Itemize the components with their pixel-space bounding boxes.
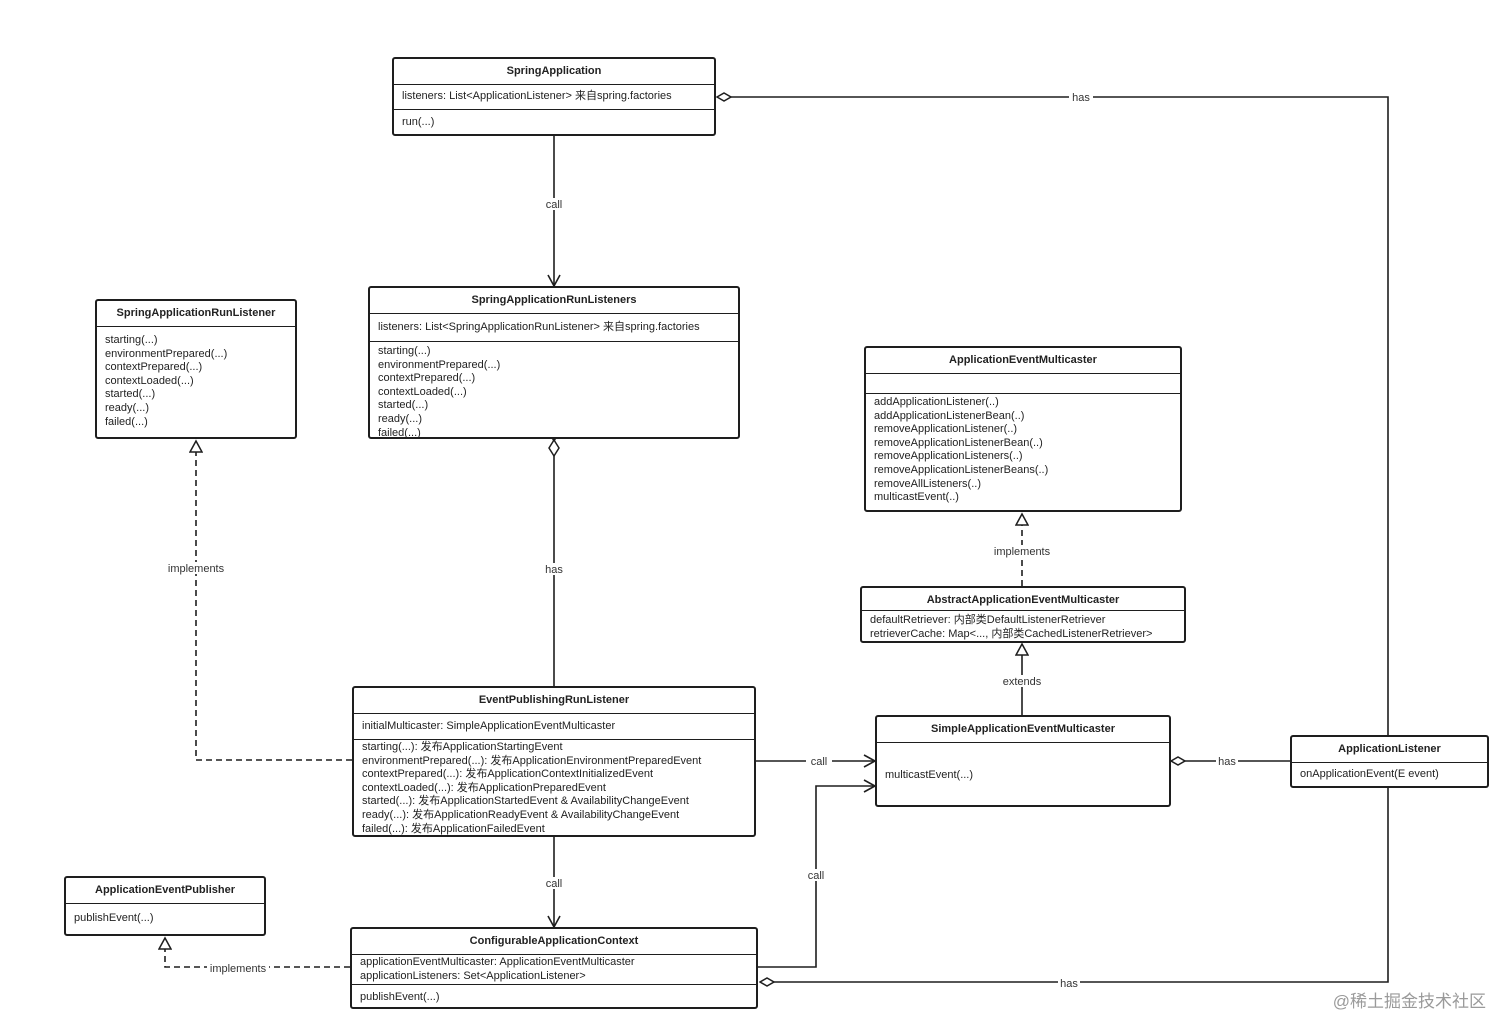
class-spring-application-run-listener: SpringApplicationRunListener starting(..… bbox=[95, 299, 297, 439]
edge-implements-publisher bbox=[165, 938, 350, 968]
class-application-event-multicaster: ApplicationEventMulticaster addApplicati… bbox=[864, 346, 1182, 512]
class-fields: listeners: List<ApplicationListener> 来自s… bbox=[394, 85, 714, 110]
class-title: ConfigurableApplicationContext bbox=[352, 929, 756, 955]
method-row: multicastEvent(..) bbox=[874, 491, 959, 504]
class-title: AbstractApplicationEventMulticaster bbox=[862, 588, 1184, 611]
method-row: addApplicationListenerBean(..) bbox=[874, 409, 1025, 422]
field-row: applicationListeners: Set<ApplicationLis… bbox=[360, 969, 586, 982]
class-fields: defaultRetriever: 内部类DefaultListenerRetr… bbox=[862, 611, 1184, 644]
method-row: environmentPrepared(...): 发布ApplicationE… bbox=[362, 754, 702, 767]
class-title: SpringApplicationRunListener bbox=[97, 301, 295, 327]
edge-label-call-3: call bbox=[546, 878, 563, 890]
method-row: contextPrepared(...) bbox=[105, 361, 203, 374]
field-row: retrieverCache: Map<..., 内部类CachedListen… bbox=[870, 627, 1153, 640]
edge-label-has-3: has bbox=[1218, 756, 1236, 768]
class-configurable-application-context: ConfigurableApplicationContext applicati… bbox=[350, 927, 758, 1009]
class-methods: starting(...) environmentPrepared(...) c… bbox=[370, 342, 738, 443]
method-row: contextLoaded(...): 发布ApplicationPrepare… bbox=[362, 781, 606, 794]
method-row: started(...) bbox=[105, 388, 156, 401]
edge-has-context-listener bbox=[760, 788, 1389, 982]
edge-label-call-4: call bbox=[808, 870, 825, 882]
class-fields: listeners: List<SpringApplicationRunList… bbox=[370, 314, 738, 342]
class-methods: publishEvent(...) bbox=[352, 985, 756, 1008]
class-spring-application: SpringApplication listeners: List<Applic… bbox=[392, 57, 716, 136]
edge-label-implements-3: implements bbox=[210, 963, 267, 975]
edge-label-has-4: has bbox=[1060, 978, 1078, 990]
field-row: initialMulticaster: SimpleApplicationEve… bbox=[362, 720, 616, 732]
class-methods: multicastEvent(...) bbox=[877, 743, 1169, 786]
edge-implements-run-listener bbox=[196, 441, 352, 761]
edge-label-implements-2: implements bbox=[994, 546, 1051, 558]
method-row: removeApplicationListenerBeans(..) bbox=[874, 463, 1049, 476]
class-fields-empty bbox=[866, 374, 1180, 394]
method-row: started(...) bbox=[378, 399, 429, 412]
method-row: started(...): 发布ApplicationStartedEvent … bbox=[362, 795, 689, 808]
method-row: multicastEvent(...) bbox=[885, 769, 974, 781]
method-row: addApplicationListener(..) bbox=[874, 396, 999, 408]
method-row: publishEvent(...) bbox=[74, 912, 154, 924]
method-row: removeAllListeners(..) bbox=[874, 477, 981, 490]
edge-label-implements-1: implements bbox=[168, 563, 225, 575]
class-methods: run(...) bbox=[394, 110, 714, 134]
method-row: environmentPrepared(...) bbox=[105, 347, 228, 360]
class-title: EventPublishingRunListener bbox=[354, 688, 754, 714]
class-simple-application-event-multicaster: SimpleApplicationEventMulticaster multic… bbox=[875, 715, 1171, 807]
class-methods: onApplicationEvent(E event) bbox=[1292, 763, 1487, 785]
method-row: removeApplicationListener(..) bbox=[874, 423, 1018, 436]
edge-label-has-2: has bbox=[545, 564, 563, 576]
edge-label-has-top: has bbox=[1072, 92, 1090, 104]
method-row: starting(...) bbox=[378, 345, 431, 357]
field-row: defaultRetriever: 内部类DefaultListenerRetr… bbox=[870, 614, 1106, 626]
class-methods: publishEvent(...) bbox=[66, 904, 264, 929]
method-row: run(...) bbox=[402, 116, 435, 128]
method-row: removeApplicationListeners(..) bbox=[874, 450, 1023, 463]
watermark: @稀土掘金技术社区 bbox=[1332, 992, 1486, 1011]
edge-label-extends: extends bbox=[1003, 676, 1042, 688]
class-title: SimpleApplicationEventMulticaster bbox=[877, 717, 1169, 743]
class-title: SpringApplicationRunListeners bbox=[370, 288, 738, 314]
method-row: failed(...): 发布ApplicationFailedEvent bbox=[362, 822, 545, 835]
edge-label-call-2: call bbox=[811, 756, 828, 768]
method-row: publishEvent(...) bbox=[360, 991, 440, 1004]
method-row: contextLoaded(...) bbox=[378, 385, 467, 398]
class-title: ApplicationListener bbox=[1292, 737, 1487, 763]
method-row: contextLoaded(...) bbox=[105, 374, 194, 387]
field-row: listeners: List<ApplicationListener> 来自s… bbox=[402, 90, 672, 102]
edge-label-call-1: call bbox=[546, 199, 563, 211]
edge-has-app-listener-top bbox=[717, 97, 1389, 736]
class-title: ApplicationEventPublisher bbox=[66, 878, 264, 904]
method-row: failed(...) bbox=[105, 415, 148, 428]
class-title: ApplicationEventMulticaster bbox=[866, 348, 1180, 374]
method-row: removeApplicationListenerBean(..) bbox=[874, 436, 1043, 449]
class-abstract-application-event-multicaster: AbstractApplicationEventMulticaster defa… bbox=[860, 586, 1186, 643]
class-spring-application-run-listeners: SpringApplicationRunListeners listeners:… bbox=[368, 286, 740, 439]
class-event-publishing-run-listener: EventPublishingRunListener initialMultic… bbox=[352, 686, 756, 837]
method-row: ready(...) bbox=[105, 401, 150, 414]
class-methods: starting(...) environmentPrepared(...) c… bbox=[97, 327, 295, 432]
method-row: contextPrepared(...): 发布ApplicationConte… bbox=[362, 768, 654, 781]
method-row: failed(...) bbox=[378, 426, 421, 439]
method-row: starting(...) bbox=[105, 334, 158, 346]
class-title: SpringApplication bbox=[394, 59, 714, 85]
class-application-event-publisher: ApplicationEventPublisher publishEvent(.… bbox=[64, 876, 266, 936]
field-row: applicationEventMulticaster: Application… bbox=[360, 956, 635, 968]
class-application-listener: ApplicationListener onApplicationEvent(E… bbox=[1290, 735, 1489, 788]
class-fields: initialMulticaster: SimpleApplicationEve… bbox=[354, 714, 754, 740]
method-row: contextPrepared(...) bbox=[378, 372, 476, 385]
method-row: starting(...): 发布ApplicationStartingEven… bbox=[362, 741, 563, 753]
method-row: environmentPrepared(...) bbox=[378, 358, 501, 371]
class-fields: applicationEventMulticaster: Application… bbox=[352, 955, 756, 986]
field-row: listeners: List<SpringApplicationRunList… bbox=[378, 321, 700, 333]
class-methods: addApplicationListener(..) addApplicatio… bbox=[866, 394, 1180, 508]
method-row: ready(...): 发布ApplicationReadyEvent & Av… bbox=[362, 808, 680, 821]
class-methods: starting(...): 发布ApplicationStartingEven… bbox=[354, 740, 754, 839]
method-row: onApplicationEvent(E event) bbox=[1300, 768, 1439, 780]
method-row: ready(...) bbox=[378, 412, 423, 425]
